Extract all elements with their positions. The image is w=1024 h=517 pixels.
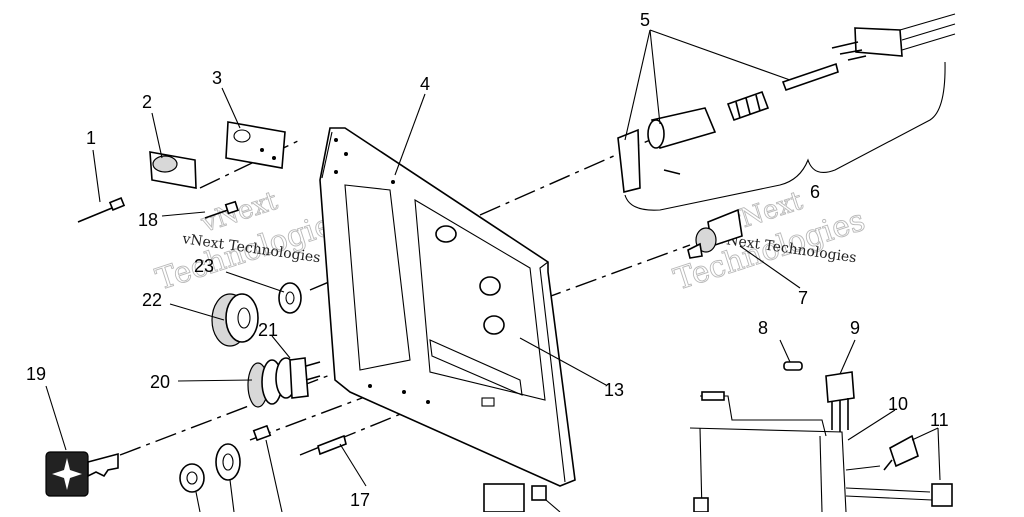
part-19-key <box>45 451 119 497</box>
callout-11: 11 <box>930 410 949 430</box>
callout-18: 18 <box>138 210 158 230</box>
callout-10: 10 <box>888 394 908 414</box>
part-3-plate <box>225 121 286 169</box>
callout-5: 5 <box>640 10 650 30</box>
callout-2: 2 <box>142 92 152 112</box>
leader-lines <box>45 29 941 513</box>
part-11-connectors <box>883 434 919 471</box>
part-6-brace <box>624 61 946 211</box>
part-2-gasket <box>149 151 197 189</box>
part-10-wiring-harness <box>689 391 953 513</box>
part-8-fuse <box>783 361 803 371</box>
callout-23: 23 <box>194 256 214 276</box>
part-4-panel <box>319 127 576 487</box>
callout-4: 4 <box>420 74 430 94</box>
part-18-screw <box>204 200 239 219</box>
part-5-terminal-plate <box>831 13 956 61</box>
part-1-pin <box>77 197 126 223</box>
part-23-washer <box>278 282 302 314</box>
callout-7: 7 <box>798 288 808 308</box>
callout-19: 19 <box>26 364 46 384</box>
callout-17: 17 <box>350 490 370 510</box>
part-22-knurled-nut <box>211 293 259 347</box>
bottom-hardware <box>179 424 547 513</box>
callout-6: 6 <box>810 182 820 202</box>
callout-1: 1 <box>86 128 96 148</box>
callout-numbers: 1 2 3 4 5 6 7 8 9 10 11 13 17 18 19 20 2… <box>26 10 949 510</box>
callout-22: 22 <box>142 290 162 310</box>
callout-3: 3 <box>212 68 222 88</box>
callout-21: 21 <box>258 320 278 340</box>
part-7-toggle-switch <box>687 208 743 259</box>
callout-13: 13 <box>604 380 624 400</box>
part-6-switch-assembly <box>617 62 839 193</box>
part-9-relay <box>825 371 855 432</box>
callout-20: 20 <box>150 372 170 392</box>
callout-9: 9 <box>850 318 860 338</box>
part-20-ignition-switch <box>247 357 321 408</box>
callout-8: 8 <box>758 318 768 338</box>
